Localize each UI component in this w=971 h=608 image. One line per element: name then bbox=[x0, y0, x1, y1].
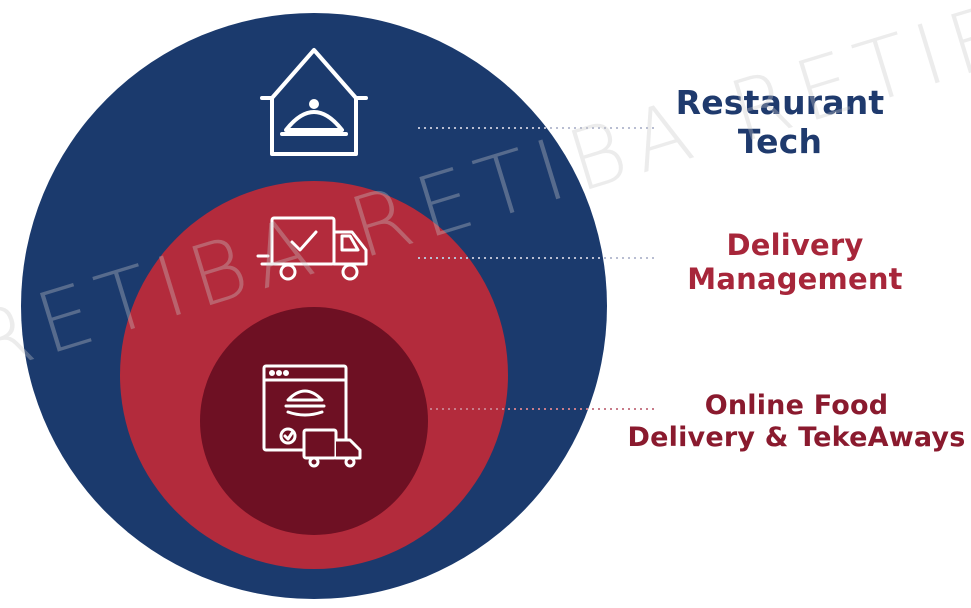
inner-circle bbox=[200, 307, 428, 535]
label-line: Tech bbox=[737, 121, 823, 161]
delivery-truck-icon bbox=[256, 216, 368, 281]
label-line: Delivery & TekeAways bbox=[627, 421, 966, 453]
label-delivery-management: Delivery Management bbox=[670, 228, 920, 296]
label-line: Delivery bbox=[726, 228, 864, 262]
label-line: Management bbox=[687, 262, 903, 297]
label-line: Restaurant bbox=[675, 83, 885, 122]
online-order-icon bbox=[262, 364, 362, 468]
house-cloche-icon bbox=[260, 48, 368, 156]
label-restaurant-tech: Restaurant Tech bbox=[650, 83, 910, 162]
label-line: Online Food bbox=[704, 390, 889, 421]
label-online-food-delivery: Online Food Delivery & TekeAways bbox=[622, 390, 971, 454]
